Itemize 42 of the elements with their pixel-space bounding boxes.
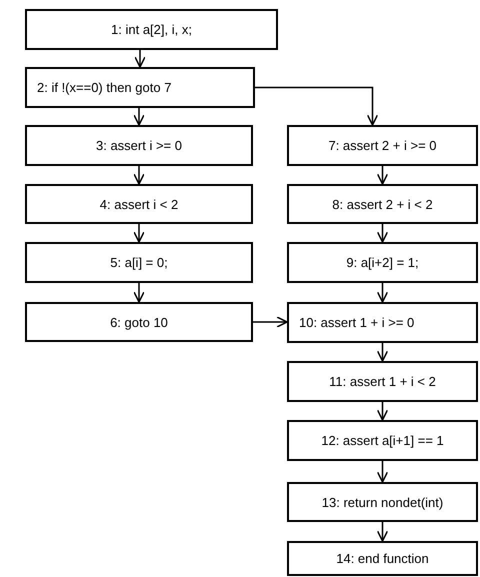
statement-text: 5: a[i] = 0; <box>110 255 168 270</box>
process-box <box>25 125 253 166</box>
process-box <box>287 242 478 283</box>
arrow <box>133 108 145 126</box>
arrow <box>255 86 378 126</box>
statement-text: 13: return nondet(int) <box>322 494 444 510</box>
statement-text: 4: assert i < 2 <box>100 196 178 212</box>
process-box <box>25 242 253 283</box>
statement-text: 14: end function <box>336 551 429 566</box>
arrow <box>133 166 145 185</box>
arrow <box>133 224 145 243</box>
arrow <box>376 224 388 243</box>
process-box <box>25 302 253 342</box>
statement-text: 7: assert 2 + i >= 0 <box>328 138 437 153</box>
arrow <box>133 283 145 303</box>
statement-text: 11: assert 1 + i < 2 <box>329 374 436 389</box>
process-box <box>287 302 478 343</box>
arrow <box>134 50 146 68</box>
arrow <box>376 166 388 185</box>
statement-text: 8: assert 2 + i < 2 <box>332 196 433 212</box>
process-box <box>25 9 278 50</box>
arrow <box>376 522 388 542</box>
statement-text: 2: if !(x==0) then goto 7 <box>37 80 172 95</box>
process-box <box>287 420 478 461</box>
process-box <box>287 125 478 166</box>
process-box <box>25 184 253 224</box>
statement-text: 12: assert a[i+1] == 1 <box>321 433 444 448</box>
statement-text: 3: assert i >= 0 <box>96 138 182 153</box>
arrow <box>376 283 388 303</box>
arrow <box>376 461 388 483</box>
process-box <box>287 541 478 576</box>
process-box <box>287 482 478 522</box>
statement-text: 10: assert 1 + i >= 0 <box>299 315 414 330</box>
process-box <box>287 361 478 402</box>
statement-text: 1: int a[2], i, x; <box>111 22 192 37</box>
statement-text: 9: a[i+2] = 1; <box>346 255 419 270</box>
process-box <box>287 184 478 224</box>
arrow <box>376 343 388 362</box>
statement-text: 6: goto 10 <box>110 314 168 330</box>
arrow <box>376 402 388 421</box>
process-box <box>25 67 255 108</box>
arrow <box>253 316 288 328</box>
